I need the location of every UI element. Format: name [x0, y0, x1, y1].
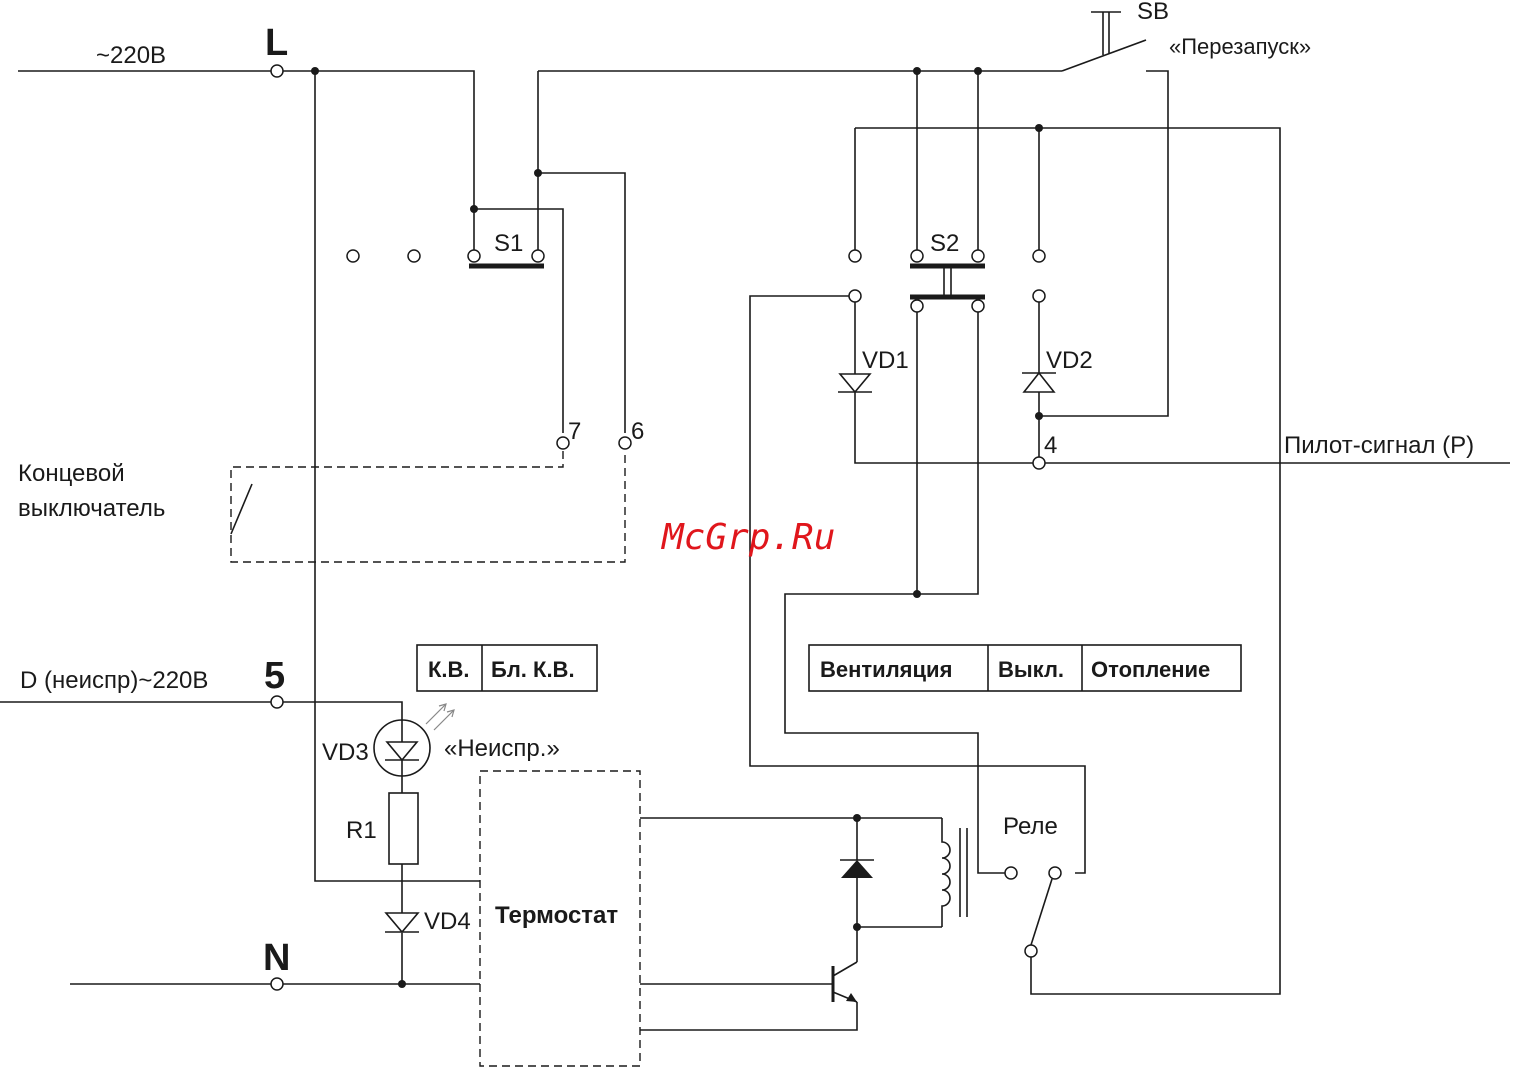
panel-s2-item: Выкл. [998, 657, 1064, 682]
relay-contact [1005, 867, 1061, 957]
supply-l-label: ~220В [96, 42, 166, 69]
limit-switch-label-line2: выключатель [18, 495, 165, 522]
terminal-5-label: 5 [264, 655, 285, 697]
diode-vd2 [1022, 373, 1056, 392]
vd4-label: VD4 [424, 908, 471, 935]
limit-switch-label-line1: Концевой [18, 460, 125, 487]
terminal-6-label: 6 [631, 418, 644, 445]
diode-vd1 [838, 374, 872, 392]
terminal-7-label: 7 [568, 418, 581, 445]
pilot-signal-label: Пилот-сигнал (P) [1284, 432, 1474, 459]
terminal-l-label: L [265, 22, 288, 64]
led-vd3 [374, 704, 454, 776]
terminal-4-label: 4 [1044, 432, 1057, 459]
flyback-diode [840, 860, 874, 878]
panel-s1-item: Бл. К.В. [491, 657, 575, 682]
transistor [833, 962, 857, 1002]
panel-s1-item: К.В. [428, 657, 470, 682]
watermark: McGrp.Ru [660, 517, 835, 558]
r1-label: R1 [346, 817, 377, 844]
diode-vd4 [385, 913, 419, 932]
limit-switch-enclosure [231, 451, 625, 562]
resistor-r1 [389, 793, 418, 864]
panel-s2-item: Отопление [1091, 657, 1210, 682]
vd1-label: VD1 [862, 347, 909, 374]
restart-label: «Перезапуск» [1169, 34, 1311, 59]
relay-coil [942, 818, 967, 927]
fault-supply-label: D (неиспр)~220В [20, 667, 208, 694]
sb-label: SB [1137, 0, 1169, 25]
thermostat-label: Термостат [495, 902, 618, 929]
relay-label: Реле [1003, 813, 1058, 840]
vd2-label: VD2 [1046, 347, 1093, 374]
panel-s2-item: Вентиляция [820, 657, 952, 682]
switch-s2 [849, 250, 1045, 312]
fault-label: «Неиспр.» [444, 735, 560, 762]
terminals [271, 65, 1045, 990]
s2-label: S2 [930, 230, 959, 257]
pushbutton-sb [1062, 12, 1146, 71]
vd3-label: VD3 [322, 739, 369, 766]
terminal-n-label: N [263, 937, 290, 979]
s1-label: S1 [494, 230, 523, 257]
